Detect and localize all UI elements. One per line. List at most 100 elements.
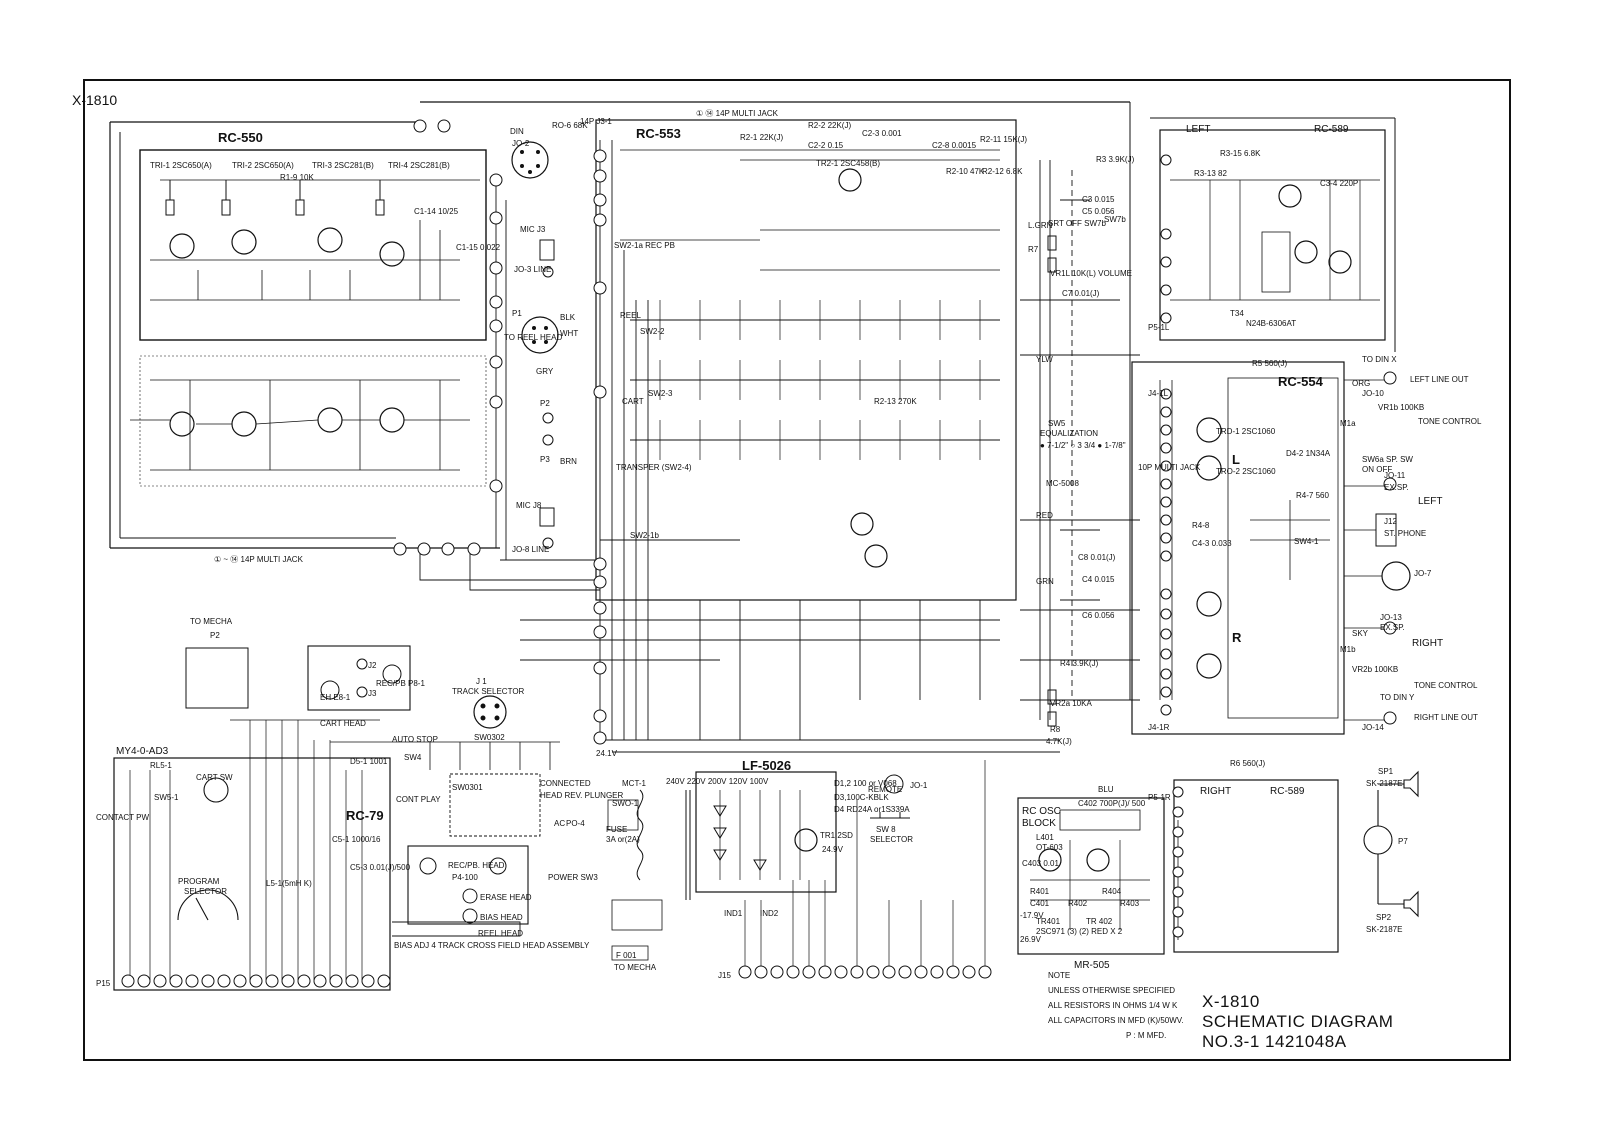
label-right-line-out: RIGHT LINE OUT: [1414, 713, 1478, 722]
label-to-din-y: TO DIN Y: [1380, 693, 1415, 702]
corner-model-code: X-1810: [72, 92, 118, 108]
label-t34: T34: [1230, 309, 1244, 318]
label-fuse: FUSE: [606, 825, 627, 834]
board-rc550: [109, 121, 500, 549]
label-blk: BLK: [560, 313, 576, 322]
label-left: LEFT: [1418, 496, 1442, 507]
label-j4-1l: J4-1L: [1148, 389, 1169, 398]
j15-pins: [738, 760, 992, 979]
label-sw0302: SW0302: [474, 733, 505, 742]
board-rc589-left: [1150, 117, 1396, 352]
label-p2: P2: [540, 399, 550, 408]
jack-pins: [393, 119, 607, 745]
label-volume: VR1L 10K(L) VOLUME: [1050, 269, 1132, 278]
label-p5-1r: P5-1R: [1148, 793, 1171, 802]
label-mc5008: MC-5008: [1046, 479, 1079, 488]
label-c1-15: C1-15 0.022: [456, 243, 501, 252]
label-sw5-1: SW5-1: [154, 793, 179, 802]
label-j1: J 1: [476, 677, 487, 686]
label-my4: MY4-0-AD3: [116, 746, 169, 757]
label-j12: J12: [1384, 517, 1397, 526]
label-rc550: RC-550: [218, 130, 263, 145]
label-org: ORG: [1352, 379, 1370, 388]
label-rc589-left: RC-589: [1314, 124, 1349, 135]
board-rc553: [420, 101, 1131, 700]
label-remote: REMOTE: [868, 785, 902, 794]
label-left-line-out: LEFT LINE OUT: [1410, 375, 1469, 384]
label-r7: R7: [1028, 245, 1039, 254]
label-jo2: JO-2: [512, 139, 530, 148]
label-c5-3: C5-3 0.01(J)/500: [350, 863, 411, 872]
label-c3: C3 0.015: [1082, 195, 1115, 204]
board-rc589-right: [1172, 779, 1339, 953]
label-track-selector: TRACK SELECTOR: [452, 687, 525, 696]
note-line: UNLESS OTHERWISE SPECIFIED: [1048, 986, 1175, 995]
label-jo1: JO-1: [910, 781, 928, 790]
label-power: POWER SW3: [548, 873, 598, 882]
label-tr402: TR 402: [1086, 917, 1113, 926]
label-blu: BLU: [1098, 785, 1114, 794]
label-connected: CONNECTED: [540, 779, 591, 788]
label-c2-3: C2-3 0.001: [862, 129, 902, 138]
label-cart: CART: [622, 397, 644, 406]
equalization-strip: [1047, 170, 1100, 727]
label-sw2-3: SW2-3: [648, 389, 673, 398]
label-to-mecha-p2: P2: [210, 631, 220, 640]
label-jo11: JO-11: [1384, 471, 1406, 480]
label-ylw: YLW: [1036, 355, 1053, 364]
label-tri4: TRI-4 2SC281(B): [388, 161, 450, 170]
label-to-mecha2: TO MECHA: [614, 963, 657, 972]
label-ex-sp: EX.SP.: [1384, 483, 1409, 492]
label-n24b: N24B-6306AT: [1246, 319, 1296, 328]
label-srt-off: SRT OFF SW7b: [1048, 219, 1106, 228]
label-r8: R8: [1050, 725, 1061, 734]
label-transfer: TRANSPER (SW2-4): [616, 463, 692, 472]
label-ex-sp2: EX.SP.: [1380, 623, 1405, 632]
label-jo10: JO-10: [1362, 389, 1384, 398]
label-c6: C6 0.056: [1082, 611, 1115, 620]
label-bias-head: BIAS HEAD: [480, 913, 523, 922]
label-mic-j8: MIC J8: [516, 501, 542, 510]
label-ot603: OT-603: [1036, 843, 1063, 852]
label-tr2-1: TR2-1 2SC458(B): [816, 159, 880, 168]
label-r3-13: R3-13 82: [1194, 169, 1227, 178]
label-to-reel-head: TO REEL HEAD: [504, 333, 562, 342]
label-tri2: TRI-2 2SC650(A): [232, 161, 294, 170]
label-reel: REEL: [620, 311, 641, 320]
track-selector: [392, 695, 560, 937]
label-ind2: IND2: [760, 909, 779, 918]
label-trd1: TRD-1 2SC1060: [1216, 427, 1276, 436]
label-vr2b: VR2b 100KB: [1352, 665, 1398, 674]
label-tri3: TRI-3 2SC281(B): [312, 161, 374, 170]
label-mct1: MCT-1: [622, 779, 647, 788]
label-swo1: SWO-1: [612, 799, 639, 808]
label-jo13: JO-13: [1380, 613, 1402, 622]
board-mr505: [1017, 797, 1165, 955]
label-sw8-sel: SELECTOR: [870, 835, 913, 844]
label-rec-pb-head: REC/PB. HEAD: [448, 861, 505, 870]
label-c1-14: C1-14 10/25: [414, 207, 459, 216]
label-tone-control-l: TONE CONTROL: [1418, 417, 1482, 426]
speakers: [1363, 770, 1419, 918]
label-rc553: RC-553: [636, 126, 681, 141]
label-l-grn: L.GRN: [1028, 221, 1053, 230]
label-sw0301: SW0301: [452, 783, 483, 792]
label-to-din-x: TO DIN X: [1362, 355, 1397, 364]
label-r404: R404: [1102, 887, 1122, 896]
label-grn: GRN: [1036, 577, 1054, 586]
label-wht: WHT: [560, 329, 578, 338]
label-jo7: JO-7: [1414, 569, 1432, 578]
label-c402: C402 700P(J)/ 500: [1078, 799, 1146, 808]
label-r1-6: RO-6 68K: [552, 121, 588, 130]
label-rc-osc: RC OSC: [1022, 806, 1061, 817]
label-cart-sw: CART SW: [196, 773, 233, 782]
label-r3: R3 3.9K(J): [1096, 155, 1135, 164]
label-sp2: SP2: [1376, 913, 1392, 922]
label-sw2-2: SW2-2: [640, 327, 665, 336]
title-block: X-1810 SCHEMATIC DIAGRAM NO.3-1 1421048A: [1202, 992, 1402, 1052]
label-mr505: MR-505: [1074, 960, 1110, 971]
label-r4-7: R4-7 560: [1296, 491, 1329, 500]
label-f001: F 001: [616, 951, 637, 960]
label-p15: P15: [96, 979, 111, 988]
label-head-assembly: BIAS ADJ 4 TRACK CROSS FIELD HEAD ASSEMB…: [394, 941, 590, 950]
